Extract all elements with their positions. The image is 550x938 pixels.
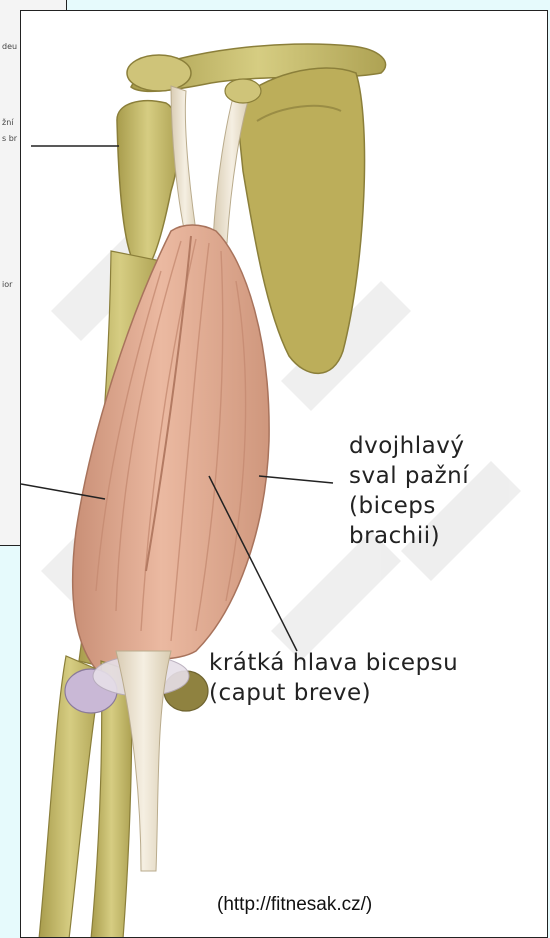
acromion bbox=[127, 55, 191, 91]
fragment-text: deu bbox=[2, 42, 17, 51]
label-line: dvojhlavý bbox=[349, 431, 548, 461]
source-credit: (http://fitnesak.cz/) bbox=[217, 894, 372, 916]
short-head-label: krátká hlava bicepsu (caput breve) bbox=[209, 648, 548, 708]
biceps-leader-line bbox=[259, 476, 333, 483]
label-line: (caput breve) bbox=[209, 678, 548, 708]
fragment-text: žní bbox=[2, 118, 14, 127]
fragment-text: s br bbox=[2, 134, 17, 143]
anatomy-illustration-panel: dvojhlavý sval pažní (biceps brachii) kr… bbox=[20, 10, 548, 938]
label-line: (biceps bbox=[349, 491, 548, 521]
biceps-brachii-label: dvojhlavý sval pažní (biceps brachii) bbox=[349, 431, 548, 551]
label-line: krátká hlava bicepsu bbox=[209, 648, 548, 678]
label-line: brachii) bbox=[349, 521, 548, 551]
fragment-text: ior bbox=[2, 280, 12, 289]
label-line: sval pažní bbox=[349, 461, 548, 491]
coracoid-process bbox=[225, 79, 261, 103]
